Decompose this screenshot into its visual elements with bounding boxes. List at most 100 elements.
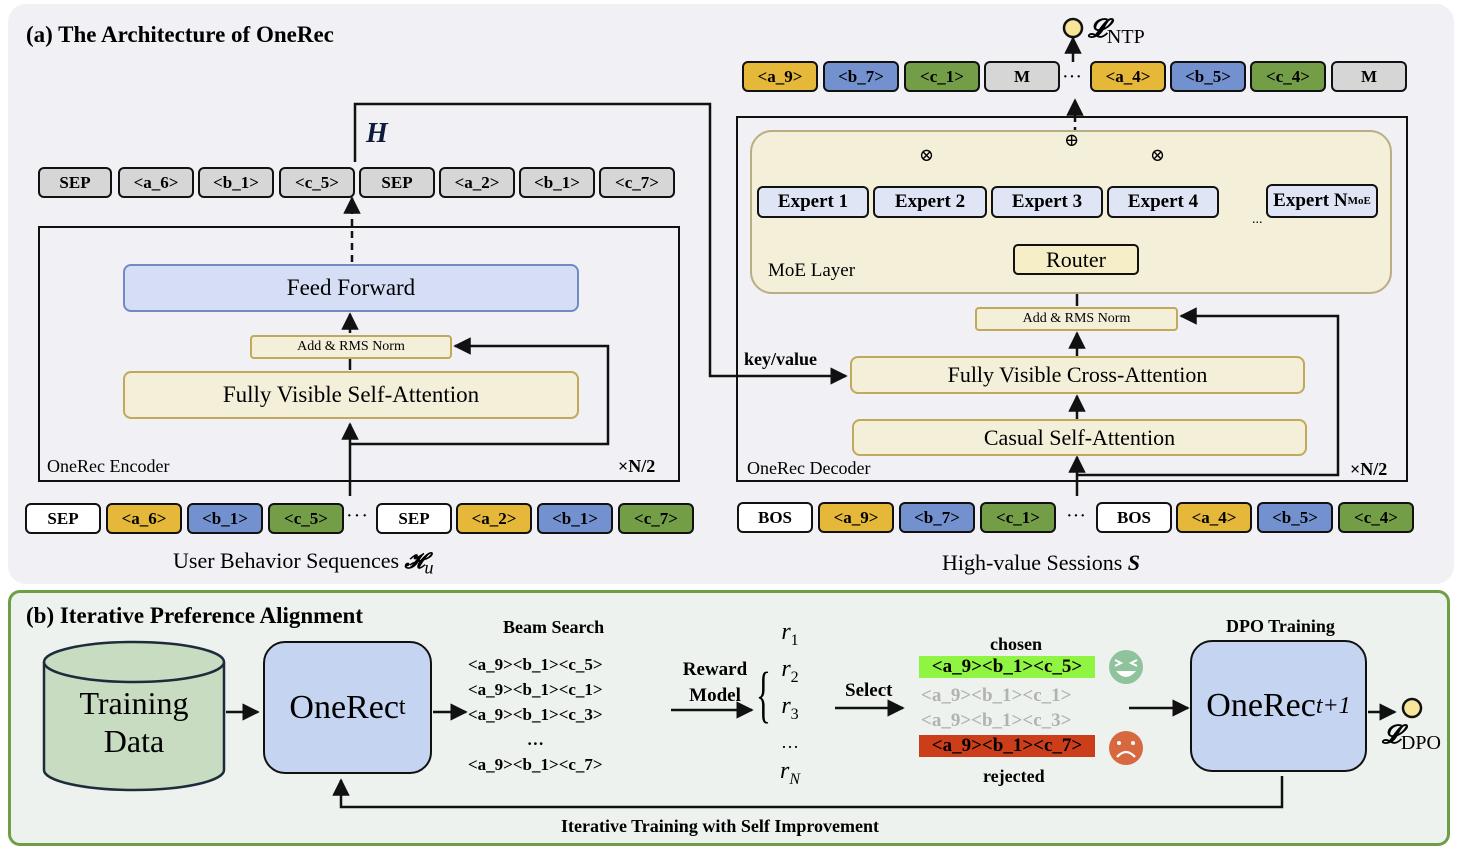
expert-4: Expert 4 [1107,186,1219,218]
token: M [1331,61,1407,92]
reward-score: r3 [780,692,800,729]
token: <c_1> [980,502,1056,533]
cross-attention-block: Fully Visible Cross-Attention [850,356,1305,394]
token: <c_7> [599,167,675,198]
token: <c_7> [618,503,694,534]
token: <b_5> [1170,61,1246,92]
token: <a_2> [456,503,532,534]
reward-score: r1 [780,618,800,655]
token: <b_1> [187,503,263,534]
decoder-input-caption: High-value Sessions S [942,550,1140,576]
encoder-add-norm-block: Add & RMS Norm [250,335,452,359]
encoder-name-label: OneRec Encoder [47,456,170,476]
token: <c_5> [268,503,344,534]
causal-self-attention-block: Casual Self-Attention [852,419,1307,456]
training-data-line-1: Training [79,685,189,721]
alignment-title: (b) Iterative Preference Alignment [26,603,364,628]
loss-symbol: 𝓛 [1382,720,1401,749]
caption-text: User Behavior Sequences [173,548,405,573]
token: <b_5> [1257,502,1333,533]
dpo-training-title: DPO Training [1226,616,1335,636]
loss-symbol: 𝓛 [1088,14,1107,43]
loss-subscript: DPO [1400,732,1441,755]
token: <a_9> [818,502,894,533]
decoder-add-norm-block: Add & RMS Norm [975,307,1178,331]
token: <b_7> [899,502,975,533]
feed-forward-block: Feed Forward [123,264,579,312]
architecture-title: (a) The Architecture of OneRec [26,22,334,47]
token: <a_4> [1176,502,1252,533]
token: <c_1> [904,61,980,92]
encoder-repeat-label: ×N/2 [618,456,656,476]
beam-candidate: <a_9><b_1><c_3> [468,705,603,724]
chosen-sequence: <a_9><b_1><c_5> [919,656,1095,678]
encoder-block [38,226,680,482]
token: <a_6> [118,167,194,198]
reward-symbol: r [780,758,790,785]
reward-symbol: r [781,692,791,719]
token: <b_1> [537,503,613,534]
caption-symbol: 𝓗 [404,548,425,573]
self-attention-block: Fully Visible Self-Attention [123,371,579,419]
decoder-output-ellipsis: ··· [1062,66,1082,88]
ntp-loss-label: 𝓛NTP [1088,14,1145,49]
expert-2: Expert 2 [873,186,987,218]
token: <b_1> [519,167,595,198]
encoder-input-ellipsis: ··· [346,505,369,527]
dim-sequence: <a_9><b_1><c_1> [921,685,1072,706]
token: <a_4> [1090,61,1166,92]
reward-subscript: 2 [790,668,799,686]
token: <b_1> [198,167,274,198]
router-block: Router [1013,244,1139,275]
experts-ellipsis: ... [1252,212,1263,227]
decoder-input-ellipsis: ··· [1066,505,1086,527]
self-improvement-label: Iterative Training with Self Improvement [561,816,879,836]
token: <c_4> [1338,502,1414,533]
chosen-label: chosen [990,634,1043,654]
beam-search-title: Beam Search [503,617,605,637]
reward-model-line-2: Model [689,685,741,706]
reward-left-brace: { [756,661,771,729]
token: BOS [737,502,813,533]
expert-3: Expert 3 [991,186,1103,218]
decoder-repeat-label: ×N/2 [1350,459,1388,479]
token: <c_4> [1250,61,1326,92]
beam-ellipsis: … [526,730,544,749]
token: M [984,61,1060,92]
caption-text: High-value Sessions [942,550,1128,575]
expert-1: Expert 1 [757,186,869,218]
rejected-sequence: <a_9><b_1><c_7> [919,735,1095,757]
moe-layer-label: MoE Layer [768,260,856,281]
caption-subscript: u [424,557,434,578]
multiply-node-2: ⊗ [919,145,935,165]
decoder-name-label: OneRec Decoder [747,458,871,478]
reward-scores: r1 r2 r3 … rN [780,618,800,794]
dpo-loss-label: 𝓛DPO [1382,720,1441,755]
reward-subscript: 3 [790,705,799,723]
token: SEP [359,167,435,198]
decoder-block [736,116,1408,482]
loss-subscript: NTP [1106,26,1145,49]
reward-symbol: r [781,655,791,682]
token: SEP [38,167,112,198]
training-data-line-2: Data [103,723,165,759]
beam-candidate: <a_9><b_1><c_5> [468,655,603,674]
model-name: OneRec [289,688,399,726]
reward-ellipsis: … [781,732,799,753]
reward-model-label: Reward Model [672,657,758,709]
token: SEP [25,503,101,534]
token: <a_6> [106,503,182,534]
token: <b_7> [823,61,899,92]
token: BOS [1096,502,1172,533]
training-data-label: Training Data [44,684,224,760]
key-value-label: key/value [744,349,818,369]
select-label: Select [845,680,893,701]
beam-candidate: <a_9><b_1><c_1> [468,680,603,699]
reward-model-line-1: Reward [682,659,748,680]
token: <c_5> [279,167,355,198]
token: SEP [376,503,452,534]
reward-subscript: 1 [790,631,799,649]
multiply-node-4: ⊗ [1150,145,1166,165]
beam-candidates: <a_9><b_1><c_5> <a_9><b_1><c_1> <a_9><b_… [468,652,603,777]
